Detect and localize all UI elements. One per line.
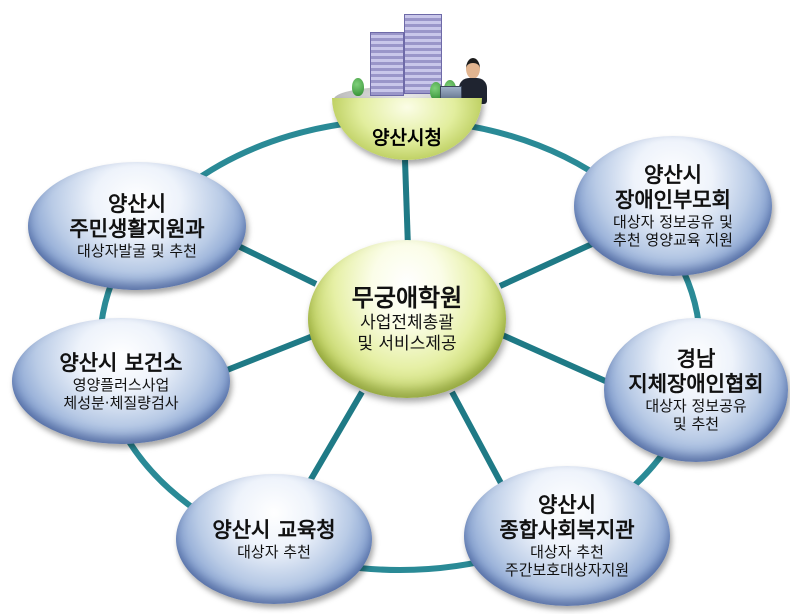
node-subtitle: 체성분·체질량검사 xyxy=(63,393,179,412)
node-disabled-association: 경남 지체장애인협회 대상자 정보공유 및 추천 xyxy=(604,318,788,462)
building-icon xyxy=(370,32,404,96)
spoke-city-hall xyxy=(402,159,411,249)
node-subtitle: 대상자 정보공유 및 xyxy=(613,213,733,231)
node-subtitle: 및 추천 xyxy=(672,415,720,433)
node-welfare-center: 양산시 종합사회복지관 대상자 추천 주간보호대상자지원 xyxy=(464,466,670,606)
node-subtitle: 주간보호대상자지원 xyxy=(504,561,630,579)
tree-icon xyxy=(352,78,364,96)
building-icon xyxy=(404,14,442,94)
center-title: 무궁애학원 xyxy=(351,284,463,312)
center-line: 사업전체총괄 xyxy=(360,313,454,333)
city-hall-label: 양산시청 xyxy=(372,126,442,149)
node-subtitle: 영양플러스사업 xyxy=(72,375,170,394)
node-title: 주민생활지원과 xyxy=(69,217,205,241)
node-title: 양산시 xyxy=(644,163,702,187)
node-title: 양산시 교육청 xyxy=(212,517,336,542)
person-icon xyxy=(466,58,480,79)
node-title: 경남 xyxy=(676,347,716,371)
tree-icon xyxy=(430,82,442,100)
node-education-office: 양산시 교육청 대상자 추천 xyxy=(176,474,372,604)
spoke-parents xyxy=(498,241,594,289)
node-subtitle: 대상자 추천 xyxy=(237,542,311,561)
center-line: 및 서비스제공 xyxy=(357,334,457,354)
spoke-jumin xyxy=(228,239,318,287)
node-title: 양산시 xyxy=(538,493,596,517)
node-parents-association: 양산시 장애인부모회 대상자 정보공유 및 추천 영양교육 지원 xyxy=(574,136,772,276)
node-title: 종합사회복지관 xyxy=(499,518,635,542)
node-subtitle: 대상자발굴 및 추천 xyxy=(77,242,197,260)
node-subtitle: 대상자 정보공유 xyxy=(645,397,747,415)
node-title: 장애인부모회 xyxy=(615,188,731,212)
node-title: 양산시 보건소 xyxy=(59,350,183,375)
node-health-center: 양산시 보건소 영양플러스사업 체성분·체질량검사 xyxy=(12,318,230,444)
node-subtitle: 추천 영양교육 지원 xyxy=(613,231,733,249)
node-subtitle: 대상자 추천 xyxy=(530,543,604,561)
node-title: 지체장애인협회 xyxy=(628,372,764,396)
center-node: 무궁애학원 사업전체총괄 및 서비스제공 xyxy=(308,240,506,398)
node-title: 양산시 xyxy=(108,192,166,216)
spoke-disabled xyxy=(498,331,614,387)
spoke-health xyxy=(220,331,320,375)
node-jumin-support: 양산시 주민생활지원과 대상자발굴 및 추천 xyxy=(28,162,246,290)
